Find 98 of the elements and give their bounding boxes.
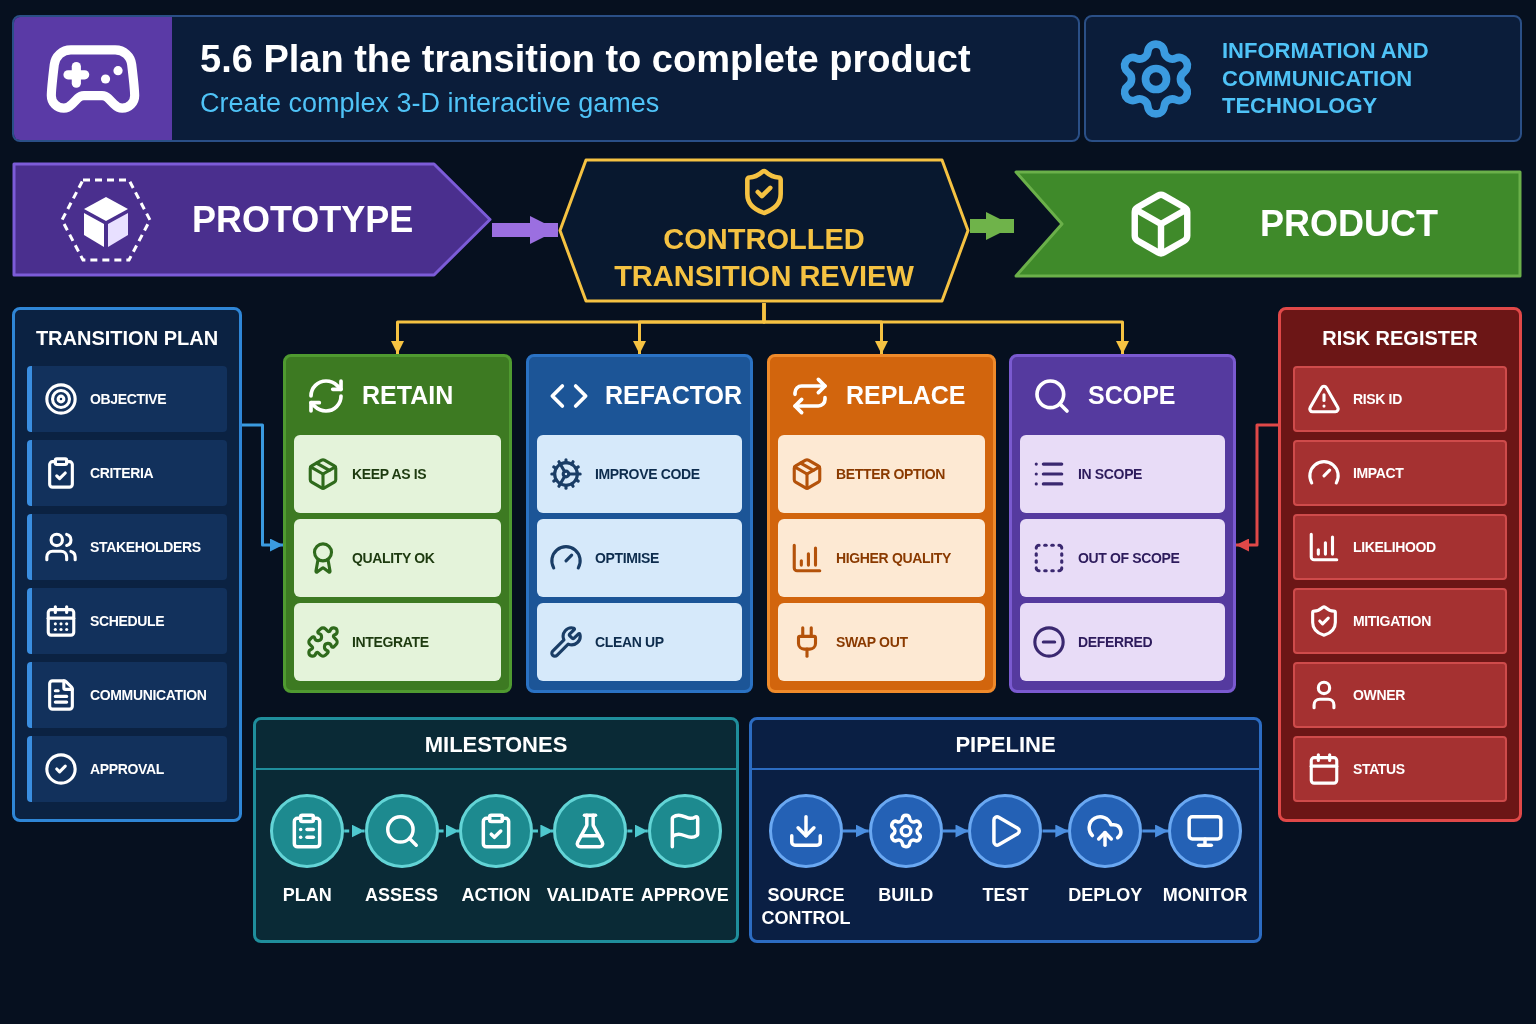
- arrow: [1042, 824, 1069, 838]
- category-column: [767, 354, 996, 693]
- arrow: [1142, 824, 1169, 838]
- step-label: ACTION: [461, 884, 531, 907]
- option-card: [778, 435, 985, 513]
- option-card: [537, 519, 742, 597]
- option-card: [1020, 519, 1225, 597]
- option-card: [537, 603, 742, 681]
- arrow: [842, 824, 869, 838]
- list-panel: [12, 307, 242, 822]
- item-label: STATUS: [1353, 759, 1405, 779]
- process-panel: [253, 717, 739, 943]
- item-label: LIKELIHOOD: [1353, 537, 1436, 557]
- title: 5.6 Plan the transition to complete product: [200, 36, 971, 82]
- item-label: OBJECTIVE: [90, 389, 167, 409]
- panel-heading: PIPELINE: [955, 730, 1056, 759]
- step-label: DEPLOY: [1068, 884, 1143, 907]
- item-label: SCHEDULE: [90, 611, 165, 631]
- arrow: [344, 824, 365, 838]
- step-label: ASSESS: [365, 884, 439, 907]
- item-label: RISK ID: [1353, 389, 1402, 409]
- category-column: [526, 354, 753, 693]
- panel-heading: RISK REGISTER: [1322, 326, 1478, 351]
- list-item: [27, 514, 227, 580]
- column-heading: REPLACE: [846, 380, 966, 412]
- product-banner: [1014, 170, 1522, 278]
- category-column: [1009, 354, 1236, 693]
- option-card: [294, 435, 501, 513]
- option-card: [537, 435, 742, 513]
- banner-title: PROTOTYPE: [192, 197, 414, 242]
- step-label: BUILD: [878, 884, 934, 907]
- list-panel: [1278, 307, 1522, 822]
- option-card: [294, 603, 501, 681]
- panel-heading: MILESTONES: [424, 730, 568, 759]
- step-label: APPROVE: [640, 884, 729, 907]
- option-card: [1020, 603, 1225, 681]
- review-hexagon: [558, 158, 970, 303]
- step-label: MONITOR: [1162, 884, 1248, 907]
- option-card: [1020, 435, 1225, 513]
- banner-title: PRODUCT: [1260, 202, 1438, 246]
- item-label: COMMUNICATION: [90, 685, 207, 705]
- option-label: OUT OF SCOPE: [1078, 548, 1180, 568]
- subtitle: Create complex 3-D interactive games: [200, 87, 661, 121]
- item-label: IMPACT: [1353, 463, 1404, 483]
- step-label: VALIDATE: [546, 884, 634, 907]
- list-item: [27, 366, 227, 432]
- item-label: CRITERIA: [90, 463, 154, 483]
- arrow: [970, 212, 1014, 240]
- step-label: TEST: [982, 884, 1029, 907]
- option-label: INTEGRATE: [352, 632, 429, 652]
- option-label: IMPROVE CODE: [595, 464, 700, 484]
- step-label: PLAN: [282, 884, 332, 907]
- option-label: KEEP AS IS: [352, 464, 427, 484]
- list-item: [1293, 440, 1507, 506]
- panel-heading: TRANSITION PLAN: [35, 326, 219, 351]
- step-label: SOURCE CONTROL: [760, 884, 852, 929]
- option-card: [778, 519, 985, 597]
- arrow: [627, 824, 648, 838]
- list-item: [1293, 588, 1507, 654]
- prototype-banner: [12, 162, 492, 277]
- arrow: [942, 824, 969, 838]
- process-panel: [749, 717, 1262, 943]
- option-label: IN SCOPE: [1078, 464, 1143, 484]
- list-item: [27, 588, 227, 654]
- column-heading: SCOPE: [1088, 380, 1176, 412]
- column-heading: REFACTOR: [605, 380, 743, 412]
- arrow: [762, 303, 1129, 354]
- arrow: [438, 824, 459, 838]
- option-card: [294, 519, 501, 597]
- item-label: STAKEHOLDERS: [90, 537, 201, 557]
- option-label: QUALITY OK: [352, 548, 435, 568]
- option-card: [778, 603, 985, 681]
- option-label: HIGHER QUALITY: [836, 548, 951, 568]
- review-title: CONTROLLED TRANSITION REVIEW: [613, 222, 915, 294]
- header-panel: [12, 15, 1080, 142]
- item-label: APPROVAL: [90, 759, 164, 779]
- list-item: [1293, 514, 1507, 580]
- option-label: CLEAN UP: [595, 632, 664, 652]
- list-item: [1293, 662, 1507, 728]
- list-item: [27, 736, 227, 802]
- arrow: [1236, 423, 1278, 552]
- list-item: [27, 440, 227, 506]
- subject-label: INFORMATION AND COMMUNICATION TECHNOLOGY: [1222, 37, 1430, 120]
- arrow: [492, 216, 558, 244]
- list-item: [1293, 736, 1507, 802]
- item-label: OWNER: [1353, 685, 1405, 705]
- arrow: [532, 824, 554, 838]
- category-column: [283, 354, 512, 693]
- column-heading: RETAIN: [362, 380, 454, 412]
- list-item: [1293, 366, 1507, 432]
- option-label: BETTER OPTION: [836, 464, 945, 484]
- item-label: MITIGATION: [1353, 611, 1431, 631]
- option-label: OPTIMISE: [595, 548, 660, 568]
- subject-badge: [1084, 15, 1522, 142]
- list-item: [27, 662, 227, 728]
- option-label: DEFERRED: [1078, 632, 1153, 652]
- option-label: SWAP OUT: [836, 632, 908, 652]
- arrow: [242, 423, 283, 552]
